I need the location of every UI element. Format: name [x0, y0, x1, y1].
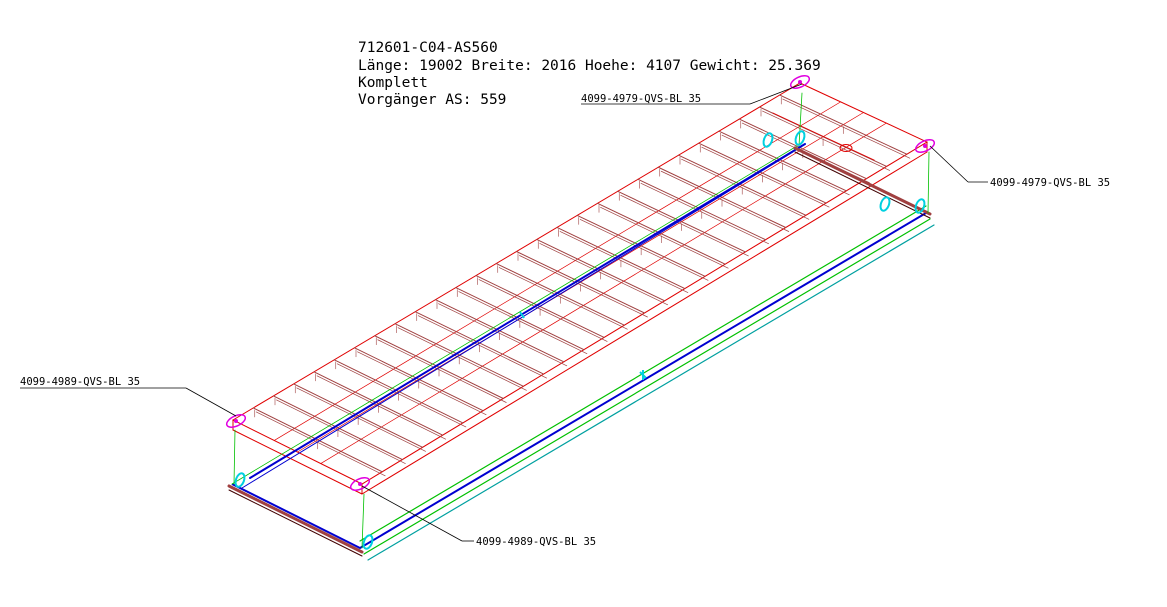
status-line: Komplett: [358, 75, 428, 91]
leader-line: [361, 485, 463, 542]
deck-rib-flange: [782, 98, 911, 159]
connector-marker: [362, 534, 374, 550]
deck-rib-flange: [762, 110, 890, 171]
leader-line: [185, 387, 237, 417]
end-crossbar: [227, 484, 364, 554]
deck-rib: [374, 335, 504, 399]
deck-rib-flange: [660, 170, 790, 232]
deck-rib-flange: [296, 387, 426, 452]
lifting-lug: [225, 414, 247, 428]
deck-rib-flange: [600, 207, 729, 269]
lifting-lug-pin: [358, 482, 362, 486]
connector-marker: [794, 130, 806, 146]
deck-rib: [333, 359, 464, 424]
leader-line: [749, 83, 803, 105]
deck-rib-flange: [458, 291, 588, 354]
deck-rib: [597, 202, 726, 265]
deck-rib: [678, 154, 807, 216]
deck-rib: [738, 118, 867, 180]
lower-frame-blue: [231, 212, 927, 550]
center-marker: [639, 370, 647, 380]
corner-post: [798, 92, 803, 147]
deck-rib: [576, 214, 706, 277]
title-block: 712601-C04-AS560 Länge: 19002 Breite: 20…: [358, 40, 821, 108]
deck-rib-flange: [478, 279, 608, 342]
deck-rib-flange: [276, 399, 406, 464]
lower-rail-left: [231, 145, 798, 485]
deck-rib: [252, 407, 383, 473]
predecessor-line: Vorgänger AS: 559: [358, 92, 506, 108]
deck-rib-flange: [620, 194, 749, 257]
connector-marker: [762, 132, 774, 148]
deck-rib-flange: [721, 134, 850, 196]
callout-top-center-label: 4099-4979-QVS-BL 35: [581, 93, 701, 105]
deck-edge-right: [361, 151, 928, 495]
deck-hole: [839, 144, 853, 152]
connector-marker: [879, 196, 891, 212]
lower-frame-centerbeam: [249, 143, 806, 479]
callout-bottom-label: 4099-4989-QVS-BL 35: [476, 536, 596, 548]
deck-rib: [718, 130, 847, 192]
leader-line: [929, 145, 969, 183]
deck-rib: [657, 166, 787, 228]
lifting-lug-pin: [798, 80, 802, 84]
deck-rib-flange: [417, 315, 547, 379]
dimensions-line: Länge: 19002 Breite: 2016 Hoehe: 4107 Ge…: [358, 58, 821, 74]
deck-rib-flange: [255, 411, 386, 477]
deck-rib: [536, 238, 666, 302]
callout-top-right: 4099-4979-QVS-BL 35: [929, 145, 1110, 189]
frame-structure: [225, 75, 936, 561]
deck-rib-flange: [498, 267, 628, 330]
corner-post: [927, 151, 930, 214]
callout-bottom: 4099-4989-QVS-BL 35: [361, 485, 596, 548]
deck-rib: [313, 371, 444, 436]
lifting-lug: [349, 477, 371, 491]
deck-rib: [617, 190, 746, 253]
callout-top-center: 4099-4979-QVS-BL 35: [581, 83, 803, 105]
lower-frame-centerbeam-inner: [241, 151, 794, 489]
deck-rib-flange: [640, 182, 769, 245]
deck-rib-flange: [539, 243, 669, 306]
lifting-lug: [789, 75, 811, 89]
deck-hatch-edge: [772, 112, 875, 161]
deck-rib-flange: [701, 146, 830, 208]
callout-top-right-label: 4099-4979-QVS-BL 35: [990, 177, 1110, 189]
deck-rib-flange: [357, 351, 487, 416]
drawing-number: 712601-C04-AS560: [358, 40, 498, 56]
lifting-lug-pin: [234, 419, 238, 423]
callout-left-label: 4099-4989-QVS-BL 35: [20, 376, 140, 388]
deck-rib: [273, 395, 403, 461]
deck-rib-flange: [336, 363, 467, 428]
deck-rib-flange: [681, 158, 810, 220]
corner-post: [361, 493, 365, 549]
deck-rib: [354, 347, 484, 412]
deck-rib-flange: [397, 327, 527, 391]
deck-rib: [637, 178, 767, 241]
deck-rib-flange: [377, 339, 507, 403]
lower-rail: [363, 218, 931, 555]
deck-rib: [698, 142, 827, 204]
deck-rib-flange: [579, 219, 709, 281]
connector-marker: [234, 472, 246, 488]
deck-rib: [516, 251, 645, 314]
deck-rib-flange: [438, 303, 568, 367]
lower-rail-alt: [367, 224, 935, 561]
end-crossbar: [793, 146, 932, 216]
lifting-lug: [914, 139, 936, 153]
deck-rib-flange: [519, 255, 648, 318]
center-marker: [519, 311, 525, 319]
end-crossbar-shadow: [228, 489, 363, 557]
lifting-lug-pin: [923, 144, 927, 148]
end-crossbar-shadow: [794, 151, 931, 219]
callout-left: 4099-4989-QVS-BL 35: [20, 376, 237, 417]
deck-rib: [556, 226, 686, 290]
connector-marker: [914, 198, 926, 214]
deck-rib-flange: [316, 375, 447, 440]
corner-post: [233, 429, 236, 485]
deck-edge-front: [232, 429, 363, 495]
deck-rib: [293, 383, 424, 448]
deck-rib-flange: [559, 231, 689, 293]
